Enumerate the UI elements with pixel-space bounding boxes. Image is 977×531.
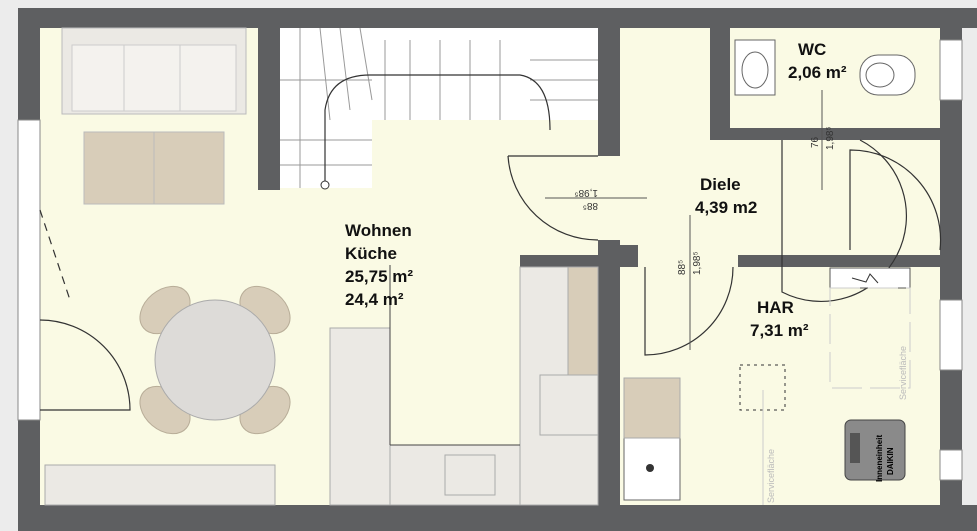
room-label-har: HAR <box>757 298 794 317</box>
indoor-unit-label-1: Inneneinheit <box>875 435 884 482</box>
room-area-har: 7,31 m² <box>750 321 809 340</box>
dim-wc-height: 1,98⁵ <box>825 126 836 150</box>
doors <box>39 139 942 411</box>
electrical-panel <box>829 267 911 289</box>
service-area-label-1: Servicefläche <box>898 346 908 400</box>
dim-diele-width: 88⁵ <box>583 200 598 211</box>
room-label-kueche: Küche <box>345 244 397 263</box>
room-area-wc: 2,06 m² <box>788 63 847 82</box>
room-area-diele: 4,39 m2 <box>695 198 757 217</box>
room-label-diele: Diele <box>700 175 741 194</box>
washing-machine <box>623 437 681 501</box>
dining-table <box>139 285 291 435</box>
room-area-wohnen: 25,75 m² <box>345 267 413 286</box>
room-label-wohnen: Wohnen <box>345 221 412 240</box>
room-area-wohnen-2: 24,4 m² <box>345 290 404 309</box>
indoor-unit-label-2: DAIKIN <box>886 447 895 475</box>
sofa <box>61 27 247 115</box>
service-area-label-2: Servicefläche <box>766 449 776 503</box>
service-area-1 <box>829 287 911 389</box>
kitchen <box>44 266 599 506</box>
wc-fixtures <box>734 39 916 96</box>
sink-cabinet <box>623 377 681 439</box>
windows <box>17 39 963 481</box>
dim-har-height: 1,98⁵ <box>692 251 703 275</box>
dim-har-width: 88⁵ <box>677 260 688 275</box>
room-label-wc: WC <box>798 40 826 59</box>
staircase <box>280 27 598 190</box>
dim-diele-height: 1,98⁵ <box>574 187 598 198</box>
dim-wc-width: 76 <box>810 136 821 148</box>
